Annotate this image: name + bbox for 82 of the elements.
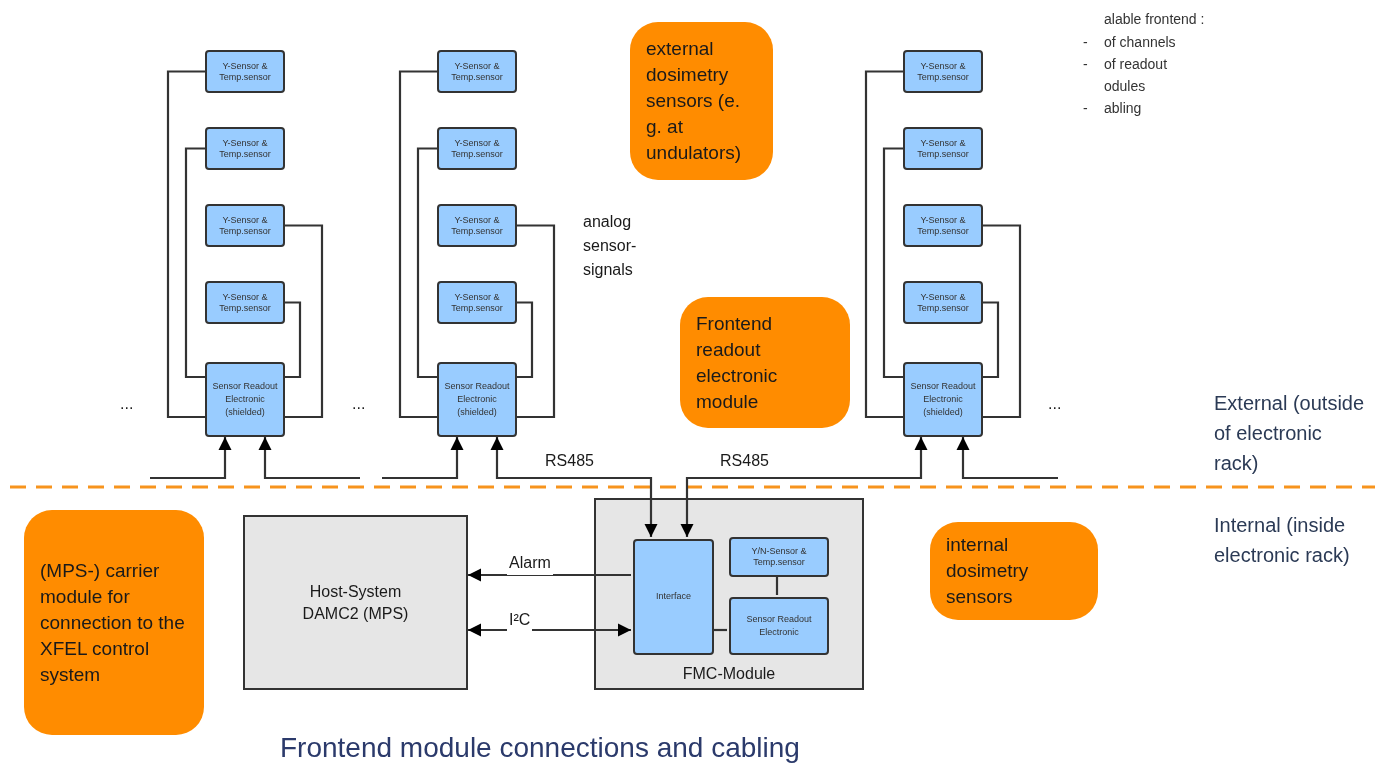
- node-text: Y/N-Sensor & Temp.sensor: [750, 546, 808, 568]
- sensor-box: [903, 204, 983, 247]
- note-text: -: [1083, 99, 1089, 118]
- note-text: ...: [1048, 394, 1063, 414]
- callout-box: [24, 510, 204, 735]
- readout-box: [729, 597, 829, 655]
- connector: [258, 437, 360, 480]
- connector: [956, 437, 1058, 480]
- note-text: External (outside of electronic rack): [1214, 391, 1366, 476]
- connector: [184, 147, 205, 379]
- note-text: -: [1083, 33, 1089, 52]
- sensor-box: [437, 281, 517, 324]
- node-text: Y-Sensor & Temp.sensor: [916, 214, 970, 237]
- connector: [680, 437, 928, 537]
- note-text: ...: [120, 394, 135, 414]
- connector: [285, 224, 324, 419]
- connector: [416, 147, 437, 379]
- connector: [398, 70, 437, 419]
- sensor-box: [903, 127, 983, 170]
- connector: [983, 301, 1000, 379]
- node-text: Y-Sensor & Temp.sensor: [916, 137, 970, 160]
- readout-box: [903, 362, 983, 437]
- connector: [517, 224, 556, 419]
- sensor-box: [205, 50, 285, 93]
- module-box: [594, 498, 864, 690]
- host-box: [243, 515, 468, 690]
- sensor-box: [437, 127, 517, 170]
- sensor-box: [205, 204, 285, 247]
- node-text: internal dosimetry sensors: [946, 533, 1030, 609]
- sensor-box: [903, 281, 983, 324]
- sensor-box: [437, 204, 517, 247]
- node-text: external dosimetry sensors (e. g. at undulators): [646, 37, 743, 165]
- node-text: Sensor Readout Electronic (shielded): [211, 380, 279, 419]
- note-text: alable frontend :: [1104, 10, 1206, 29]
- callout-box: [930, 522, 1098, 620]
- node-text: (MPS-) carrier module for connection to the XFEL control system: [40, 558, 186, 687]
- connector: [864, 70, 903, 419]
- note-text: of channels: [1104, 33, 1177, 52]
- connector: [150, 437, 232, 480]
- node-text: Y-Sensor & Temp.sensor: [218, 291, 272, 314]
- node-text: Y-Sensor & Temp.sensor: [450, 137, 504, 160]
- sensor-box: [205, 127, 285, 170]
- node-text: Sensor Readout Electronic: [745, 613, 813, 639]
- readout-box: [437, 362, 517, 437]
- node-text: Y-Sensor & Temp.sensor: [218, 214, 272, 237]
- connector: [983, 224, 1022, 419]
- node-text: Sensor Readout Electronic (shielded): [909, 380, 977, 419]
- note-text: abling: [1104, 99, 1143, 118]
- node-text: Y-Sensor & Temp.sensor: [450, 60, 504, 83]
- note-text: Internal (inside electronic rack): [1214, 513, 1351, 568]
- node-text: Interface: [656, 590, 691, 604]
- interface-box: [633, 539, 714, 655]
- note-text: -: [1083, 55, 1089, 74]
- connector: [517, 301, 534, 379]
- sensor-box: [205, 281, 285, 324]
- connector: [775, 575, 779, 595]
- sensor-box: [903, 50, 983, 93]
- connector: [468, 568, 631, 582]
- caption: Frontend module connections and cabling: [280, 731, 800, 765]
- node-text: Sensor Readout Electronic (shielded): [443, 380, 511, 419]
- callout-box: [630, 22, 773, 180]
- node-text: Y-Sensor & Temp.sensor: [218, 137, 272, 160]
- node-text: Y-Sensor & Temp.sensor: [916, 60, 970, 83]
- connector: [712, 628, 727, 632]
- node-text: Y-Sensor & Temp.sensor: [450, 214, 504, 237]
- connector: [382, 437, 464, 480]
- node-text: Host-System DAMC2 (MPS): [301, 581, 410, 624]
- callout-box: [680, 297, 850, 428]
- connector: [285, 301, 302, 379]
- connector: [490, 437, 658, 537]
- connector: [882, 147, 903, 379]
- connector: [166, 70, 205, 419]
- sensor-box: [729, 537, 829, 577]
- readout-box: [205, 362, 285, 437]
- sensor-box: [437, 50, 517, 93]
- note-text: ...: [352, 394, 367, 414]
- node-text: Y-Sensor & Temp.sensor: [916, 291, 970, 314]
- note-text: analog sensor-signals: [583, 212, 638, 280]
- node-text: Frontend readout electronic module: [696, 311, 779, 414]
- node-text: FMC-Module: [682, 664, 776, 684]
- node-text: Y-Sensor & Temp.sensor: [218, 60, 272, 83]
- node-text: Y-Sensor & Temp.sensor: [450, 291, 504, 314]
